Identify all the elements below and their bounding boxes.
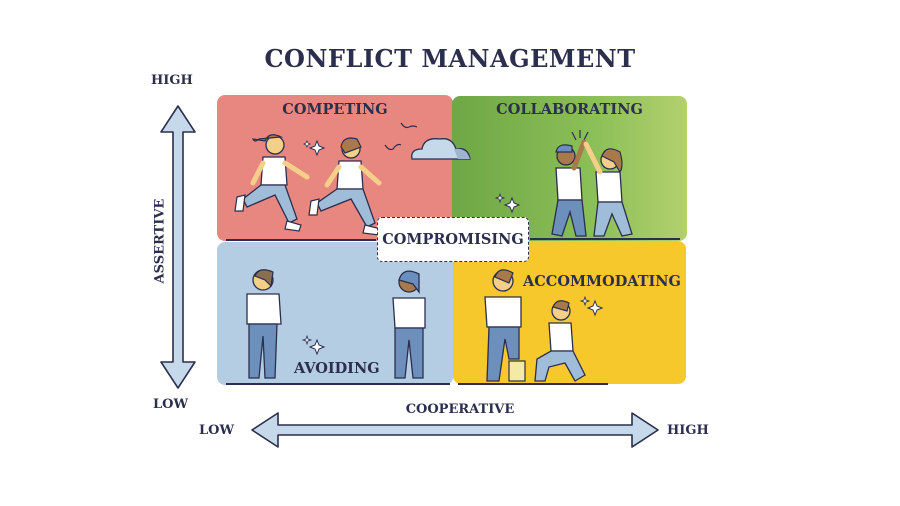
cloud-icon [411,138,471,160]
diagram-title: CONFLICT MANAGEMENT [264,44,636,73]
quadrant-collaborating: COLLABORATING [452,96,687,241]
x-axis-low-label: LOW [199,423,235,438]
quadrant-accommodating: ACCOMMODATING [453,241,686,384]
quadrant-accommodating-label: ACCOMMODATING [523,273,681,290]
x-axis-high-label: HIGH [667,423,709,438]
x-axis-double-arrow-icon [251,412,659,448]
high-five-illustration-icon [494,130,633,237]
ground-line-bottom-left [226,383,450,385]
accommodating-people-illustration-icon [484,269,604,382]
y-axis-high-label: HIGH [151,73,193,88]
quadrant-competing: COMPETING [217,95,453,241]
runners-illustration-icon [234,122,418,236]
quadrant-collaborating-label: COLLABORATING [496,101,643,118]
avoiding-people-illustration-icon [246,269,426,379]
ground-line-bottom-right [458,383,608,385]
quadrant-avoiding-label: AVOIDING [294,360,380,377]
y-axis-low-label: LOW [153,397,189,412]
compromising-label-box: COMPROMISING [377,217,529,262]
y-axis-label: ASSERTIVE [152,198,168,284]
y-axis-double-arrow-icon [160,105,196,389]
quadrant-competing-label: COMPETING [282,101,388,118]
compromising-label: COMPROMISING [382,231,524,248]
ground-line-top-left [226,239,376,241]
x-axis-label: COOPERATIVE [405,402,515,417]
quadrant-avoiding: AVOIDING [217,242,453,385]
ground-line-top-right [530,238,680,240]
